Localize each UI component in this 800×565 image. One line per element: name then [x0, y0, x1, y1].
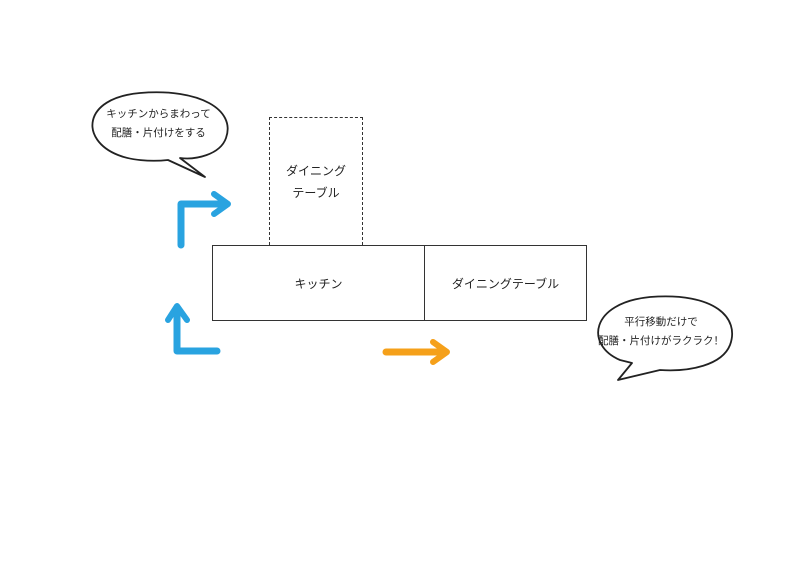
- bubble-right-text: 平行移動だけで 配膳・片付けがラクラク！: [592, 313, 730, 351]
- dining-table-label: ダイニングテーブル: [451, 276, 560, 291]
- orange-arrow-right-icon: [382, 339, 450, 365]
- dining-alt-label-line1: ダイニング: [285, 163, 346, 178]
- kitchen-label: キッチン: [294, 276, 343, 291]
- bubble-right-line2: 配膳・片付けがラクラク！: [598, 335, 724, 347]
- bubble-right-line1: 平行移動だけで: [624, 316, 698, 328]
- blue-arrow-left-up-icon: [165, 303, 221, 355]
- kitchen-box: キッチン: [212, 245, 425, 321]
- bubble-left-line2: 配膳・片付けをする: [111, 127, 206, 139]
- blue-arrow-up-right-icon: [177, 191, 231, 249]
- dining-alt-label-line2: テーブル: [292, 185, 340, 200]
- dining-table-alt-position: ダイニング テーブル: [269, 117, 363, 245]
- dining-table-box: ダイニングテーブル: [424, 245, 587, 321]
- speech-bubble-left: [91, 91, 229, 178]
- speech-bubble-right: [597, 295, 733, 381]
- bubble-left-text: キッチンからまわって 配膳・片付けをする: [96, 105, 221, 143]
- bubble-left-line1: キッチンからまわって: [106, 108, 211, 120]
